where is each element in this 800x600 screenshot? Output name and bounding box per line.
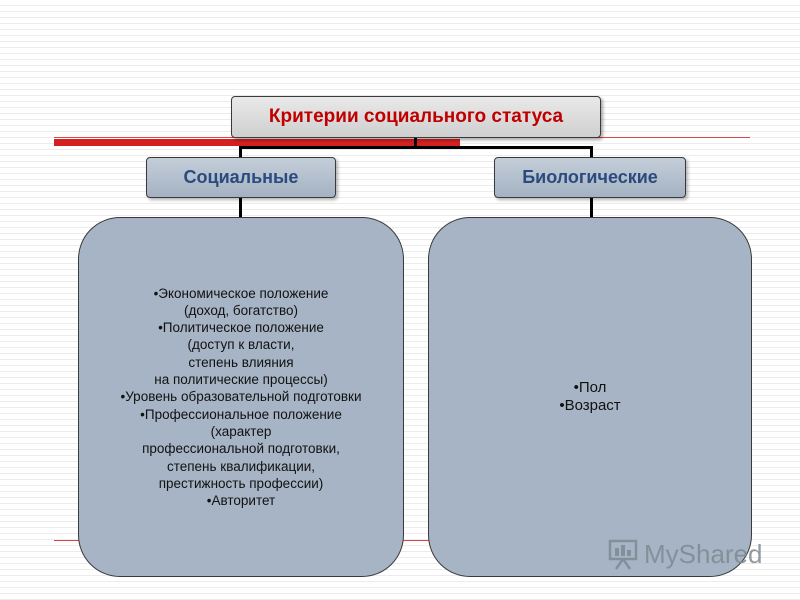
category-social-box: Социальные xyxy=(146,157,336,198)
list-item: степень квалификации, xyxy=(166,458,316,474)
list-item: на политические процессы) xyxy=(154,372,328,388)
list-item: •Возраст xyxy=(559,397,621,414)
category-bio-box: Биологические xyxy=(494,157,686,198)
presentation-board-icon xyxy=(608,539,638,570)
list-item: •Пол xyxy=(573,379,607,396)
connector-title-stem xyxy=(414,138,417,147)
list-item: •Авторитет xyxy=(206,493,276,509)
list-item: •Профессиональное положение xyxy=(140,406,342,422)
bio-criteria-list: •Пол •Возраст xyxy=(559,379,620,415)
red-accent-bar xyxy=(54,139,460,146)
list-item: •Политическое положение xyxy=(158,320,324,336)
list-item: (доход, богатство) xyxy=(184,302,298,318)
list-item: профессиональной подготовки, xyxy=(142,441,340,457)
watermark: MyShared xyxy=(608,536,778,572)
connector-bio-panel xyxy=(590,197,593,218)
bio-criteria-panel: •Пол •Возраст xyxy=(428,217,752,577)
connector-horizontal xyxy=(239,146,593,149)
category-social-label: Социальные xyxy=(183,167,299,187)
diagram-title: Критерии социального статуса xyxy=(268,106,564,127)
list-item: (доступ к власти, xyxy=(187,337,295,353)
list-item: •Уровень образовательной подготовки xyxy=(120,389,362,405)
social-criteria-list: •Экономическое положение (доход, богатст… xyxy=(120,285,361,510)
category-bio-label: Биологические xyxy=(522,167,658,187)
connector-left-drop xyxy=(239,146,242,158)
connector-social-panel xyxy=(239,197,242,218)
list-item: престижность профессии) xyxy=(158,475,324,491)
connector-right-drop xyxy=(590,146,593,158)
list-item: степень влияния xyxy=(188,354,294,370)
list-item: (характер xyxy=(210,423,272,439)
list-item: •Экономическое положение xyxy=(153,285,329,301)
watermark-text: MyShared xyxy=(644,538,763,569)
social-criteria-panel: •Экономическое положение (доход, богатст… xyxy=(78,217,404,577)
diagram-title-box: Критерии социального статуса xyxy=(231,96,601,138)
